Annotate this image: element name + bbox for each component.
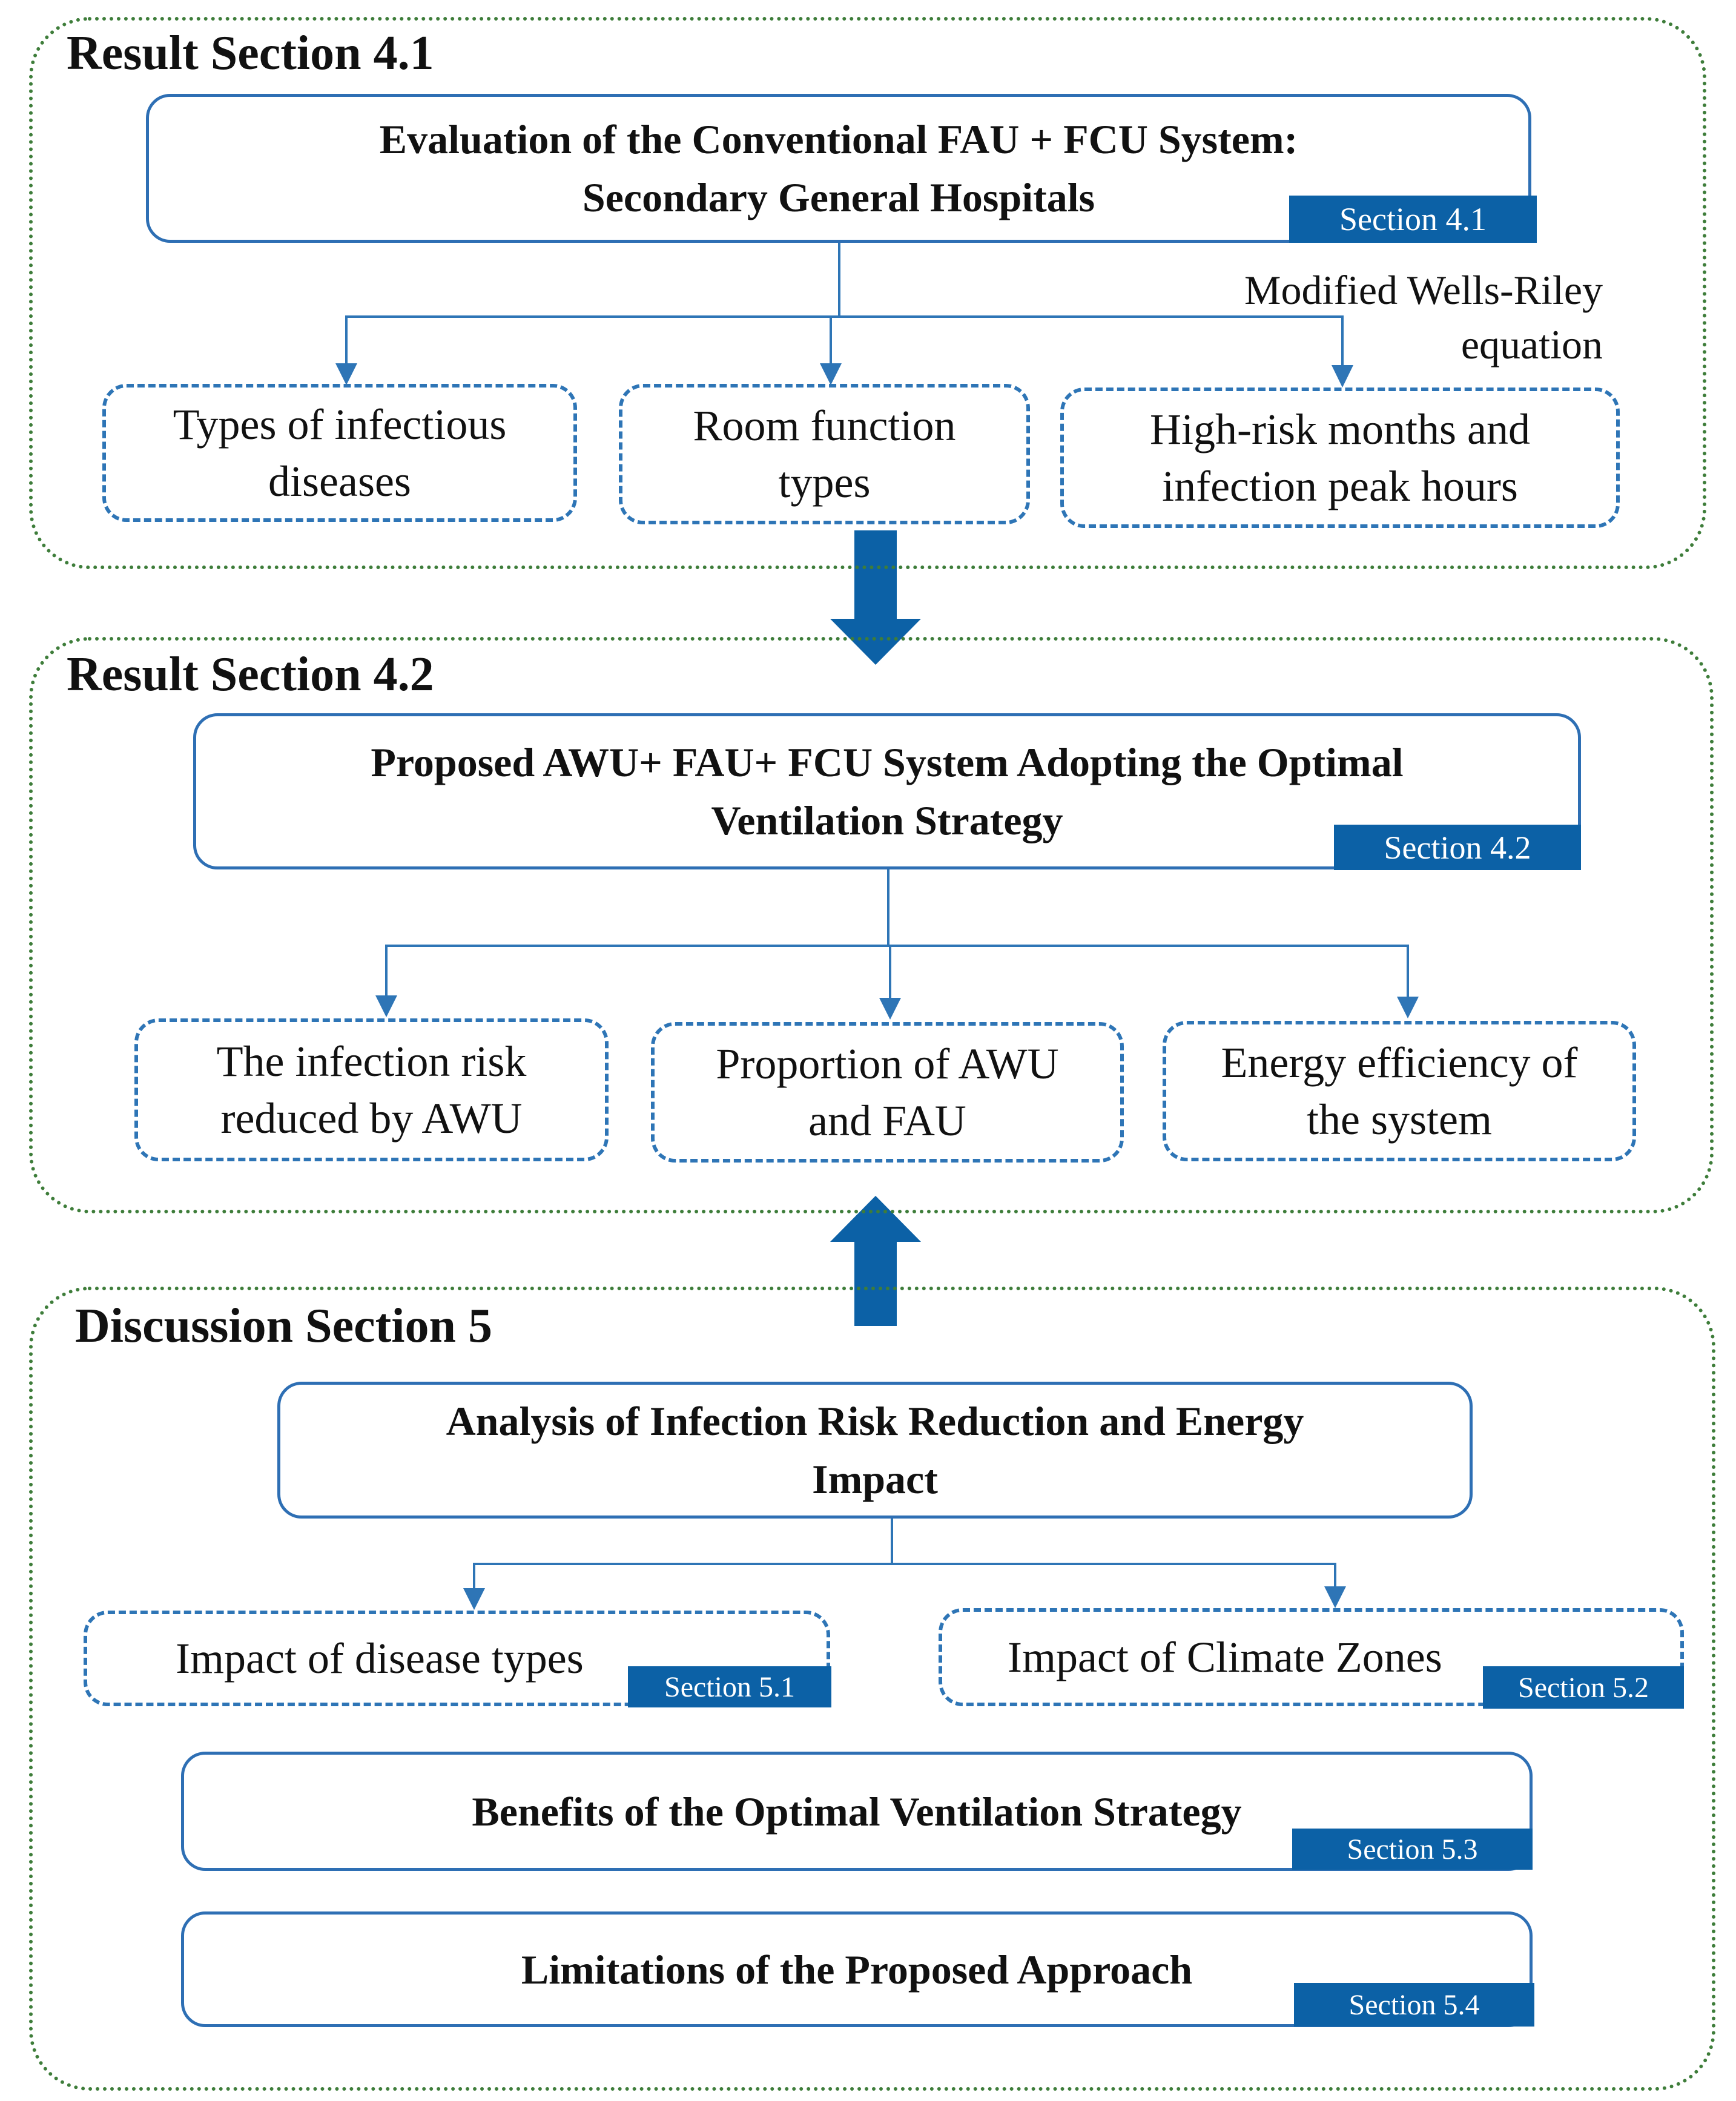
- main-box-line-1: Proposed AWU+ FAU+ FCU System Adopting t…: [371, 739, 1404, 785]
- method-note-line-2: equation: [1460, 322, 1603, 368]
- section-tag-5-2: Section 5.2: [1483, 1666, 1684, 1709]
- item-box-room-function-types: Room function types: [619, 384, 1030, 524]
- item-box-infection-risk-reduced: The infection risk reduced by AWU: [134, 1018, 609, 1161]
- item-line-1: High-risk months and: [1150, 405, 1530, 454]
- group-title-5: Discussion Section 5: [75, 1299, 492, 1353]
- main-box-line-2: Impact: [812, 1456, 938, 1502]
- item-label: Impact of disease types: [176, 1634, 584, 1683]
- main-box-analysis-risk-energy: Analysis of Infection Risk Reduction and…: [277, 1382, 1473, 1519]
- item-line-2: infection peak hours: [1162, 462, 1518, 510]
- section-tag-5-4: Section 5.4: [1294, 1983, 1534, 2027]
- item-box-high-risk-months: High-risk months and infection peak hour…: [1060, 388, 1620, 528]
- section-tag-4-2: Section 4.2: [1334, 825, 1581, 870]
- group-result-section-4-1: [29, 17, 1706, 569]
- item-label: Impact of Climate Zones: [1008, 1633, 1442, 1681]
- group-discussion-section-5: [29, 1287, 1715, 2091]
- item-line-2: and FAU: [808, 1097, 966, 1145]
- item-line-1: Proportion of AWU: [716, 1040, 1059, 1088]
- item-box-infectious-disease-types: Types of infectious diseases: [102, 384, 577, 522]
- item-line-2: diseases: [268, 457, 411, 506]
- main-box-label: Limitations of the Proposed Approach: [521, 1946, 1193, 1993]
- main-box-evaluation-conventional-system: Evaluation of the Conventional FAU + FCU…: [146, 94, 1531, 243]
- item-line-2: reduced by AWU: [220, 1094, 523, 1143]
- item-line-1: The infection risk: [216, 1037, 527, 1086]
- item-line-1: Energy efficiency of: [1221, 1038, 1578, 1087]
- item-box-energy-efficiency: Energy efficiency of the system: [1163, 1021, 1636, 1161]
- main-box-line-2: Secondary General Hospitals: [582, 174, 1095, 220]
- main-box-label: Benefits of the Optimal Ventilation Stra…: [472, 1788, 1242, 1835]
- section-tag-4-1: Section 4.1: [1289, 196, 1537, 243]
- item-line-1: Types of infectious: [173, 400, 507, 449]
- item-line-2: the system: [1307, 1095, 1492, 1144]
- method-note: Modified Wells-Riley equation: [1163, 263, 1603, 372]
- group-title-4-2: Result Section 4.2: [67, 648, 434, 701]
- item-line-1: Room function: [693, 401, 956, 450]
- main-box-line-2: Ventilation Strategy: [711, 797, 1063, 843]
- item-box-proportion-awu-fau: Proportion of AWU and FAU: [651, 1022, 1124, 1163]
- group-result-section-4-2: [29, 637, 1714, 1213]
- main-box-line-1: Analysis of Infection Risk Reduction and…: [446, 1398, 1304, 1444]
- item-line-2: types: [778, 458, 871, 507]
- group-title-4-1: Result Section 4.1: [67, 27, 434, 80]
- section-tag-5-3: Section 5.3: [1292, 1829, 1533, 1870]
- method-note-line-1: Modified Wells-Riley: [1244, 267, 1603, 313]
- main-box-line-1: Evaluation of the Conventional FAU + FCU…: [379, 116, 1298, 162]
- section-tag-5-1: Section 5.1: [628, 1666, 831, 1707]
